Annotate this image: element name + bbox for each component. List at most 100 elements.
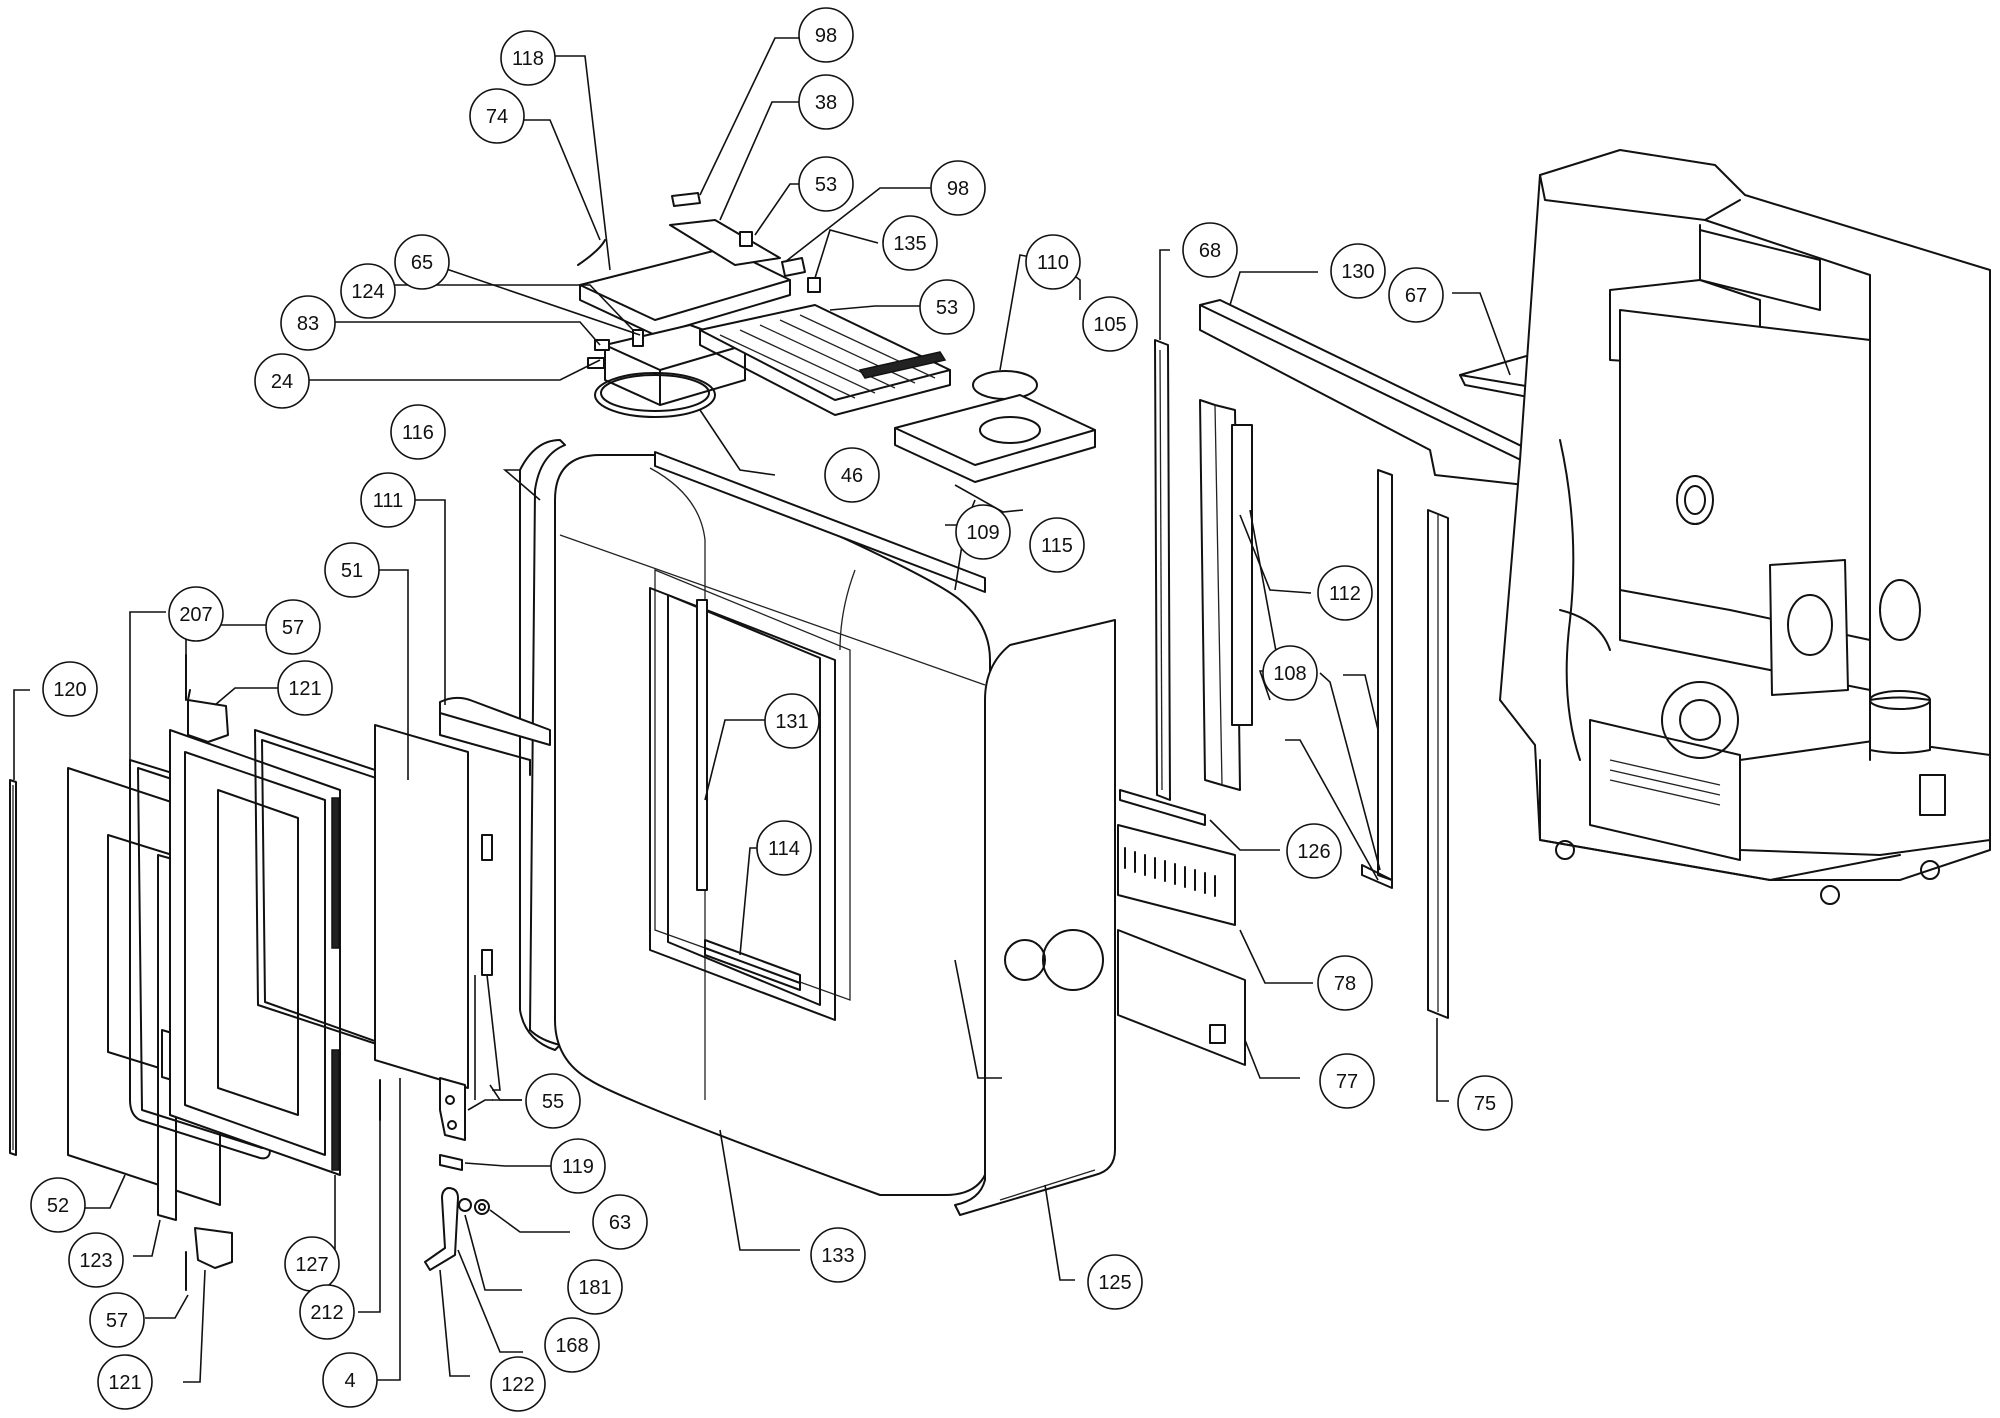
callout-98: 98 (930, 160, 986, 216)
callout-51: 51 (324, 542, 380, 598)
part-108-vertical-bracket (1361, 469, 1393, 889)
part-51-glass (374, 724, 469, 1089)
callout-57: 57 (265, 599, 321, 655)
callout-108: 108 (1262, 645, 1318, 701)
callout-number: 24 (271, 371, 293, 393)
callout-circle (810, 1227, 866, 1283)
part-38-rail (669, 219, 781, 266)
part-53-screw-b (807, 277, 821, 293)
part-127-door-frame (169, 729, 341, 1176)
callout-circle (1388, 267, 1444, 323)
callout-number: 130 (1341, 261, 1374, 283)
callout-121: 121 (277, 660, 333, 716)
part-116-side-panel (519, 439, 566, 1051)
callout-number: 53 (815, 174, 837, 196)
part-109-flue-plate (894, 394, 1096, 483)
callout-circle (42, 661, 98, 717)
callout-circle (30, 1177, 86, 1233)
callout-number: 46 (841, 465, 863, 487)
callout-circle (1029, 517, 1085, 573)
part-74-cable (577, 239, 606, 266)
callout-circle (919, 279, 975, 335)
callout-circle (1082, 296, 1138, 352)
callout-133: 133 (810, 1227, 866, 1283)
part-131-window-strip (696, 599, 708, 891)
callout-112: 112 (1317, 565, 1373, 621)
callout-68: 68 (1182, 222, 1238, 278)
callout-circle (324, 542, 380, 598)
callout-number: 55 (542, 1091, 564, 1113)
callout-number: 65 (411, 252, 433, 274)
callout-83: 83 (280, 295, 336, 351)
callout-number: 121 (108, 1372, 141, 1394)
callout-number: 98 (815, 25, 837, 47)
callout-126: 126 (1286, 823, 1342, 879)
callout-circle (1457, 1075, 1513, 1131)
callout-number: 4 (344, 1370, 355, 1392)
callout-number: 111 (373, 490, 403, 512)
callout-number: 57 (282, 617, 304, 639)
part-83-connector (594, 339, 610, 351)
callout-number: 115 (1041, 535, 1073, 557)
part-46-gasket-ring (594, 372, 716, 418)
callout-number: 121 (288, 678, 321, 700)
callout-124: 124 (340, 263, 396, 319)
part-75-vertical-bracket (1427, 509, 1449, 1019)
callout-212: 212 (299, 1284, 355, 1340)
callout-circle (1317, 565, 1373, 621)
callout-circle (550, 1138, 606, 1194)
callout-circle (756, 820, 812, 876)
callout-131: 131 (764, 693, 820, 749)
callout-75: 75 (1457, 1075, 1513, 1131)
part-55-latch-plate (481, 834, 493, 976)
callout-98: 98 (798, 7, 854, 63)
part-119-latch (439, 1077, 466, 1141)
callout-number: 63 (609, 1212, 631, 1234)
callout-123: 123 (68, 1232, 124, 1288)
part-122-handle-lever (424, 1187, 459, 1271)
callout-circle (168, 586, 224, 642)
callout-46: 46 (824, 447, 880, 503)
part-78-vented-panel (1117, 824, 1236, 926)
part-24-fastener (587, 357, 605, 369)
callout-circle (360, 472, 416, 528)
callout-circle (265, 599, 321, 655)
part-135-bracket (781, 257, 806, 277)
callout-number: 110 (1037, 252, 1069, 274)
callout-circle (824, 447, 880, 503)
callout-135: 135 (882, 215, 938, 271)
part-120-gasket-strip (9, 779, 17, 1156)
callout-circle (490, 1356, 546, 1412)
callout-circle (89, 1292, 145, 1348)
callout-number: 168 (555, 1335, 588, 1357)
callout-number: 135 (893, 233, 926, 255)
callout-number: 123 (79, 1250, 112, 1272)
callout-number: 75 (1474, 1093, 1496, 1115)
callout-circle (764, 693, 820, 749)
stove-chassis (1499, 149, 1991, 905)
part-121-hinge-bottom (194, 1227, 233, 1269)
part-181-nut (474, 1199, 490, 1215)
callout-circle (280, 295, 336, 351)
callout-181: 181 (567, 1259, 623, 1315)
callout-120: 120 (42, 661, 98, 717)
callout-53: 53 (919, 279, 975, 335)
callout-77: 77 (1319, 1053, 1375, 1109)
callout-circle (277, 660, 333, 716)
callout-number: 78 (1334, 973, 1356, 995)
callout-circle (1286, 823, 1342, 879)
callout-number: 126 (1297, 841, 1330, 863)
callout-number: 51 (341, 560, 363, 582)
callout-circle (930, 160, 986, 216)
part-124-fitting (632, 329, 644, 347)
callout-168: 168 (544, 1317, 600, 1373)
part-126-bracket (1119, 789, 1206, 826)
callout-circle (394, 234, 450, 290)
callout-number: 52 (47, 1195, 69, 1217)
callout-24: 24 (254, 353, 310, 409)
callout-57: 57 (89, 1292, 145, 1348)
callout-53: 53 (798, 156, 854, 212)
callout-circle (798, 7, 854, 63)
callout-74: 74 (469, 88, 525, 144)
